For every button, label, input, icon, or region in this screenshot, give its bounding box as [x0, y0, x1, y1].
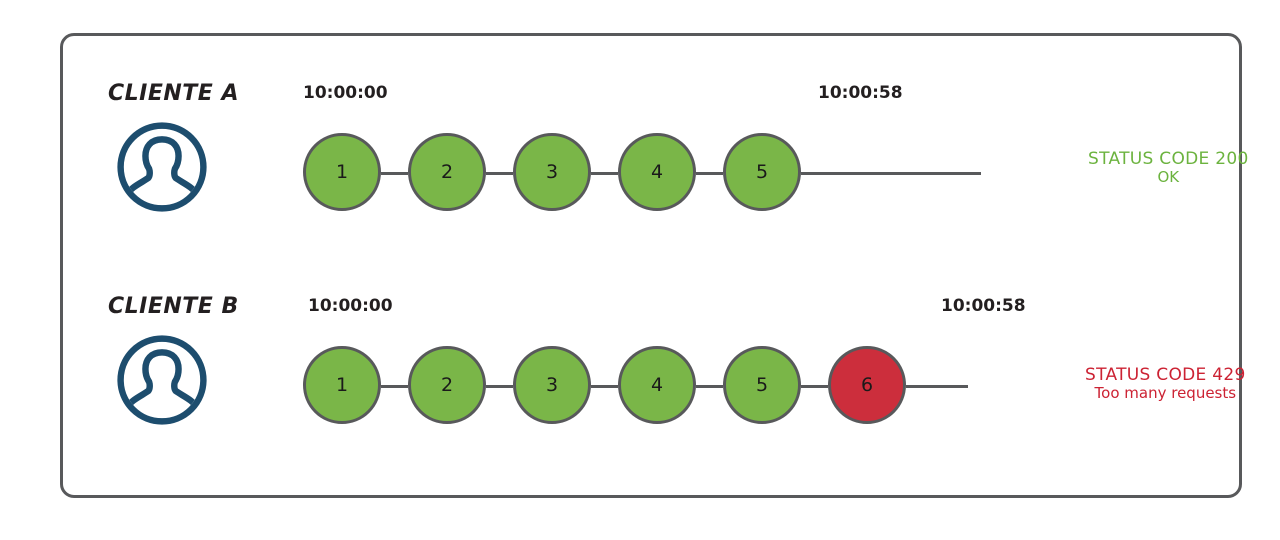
- request-node-4: 4: [618, 133, 696, 211]
- timestamp-end-b: 10:00:58: [941, 296, 1026, 316]
- user-avatar-icon: [116, 121, 208, 213]
- status-badge-b: STATUS CODE 429 Too many requests: [1085, 365, 1246, 403]
- timestamp-start-b: 10:00:00: [308, 296, 393, 316]
- status-connector-line: [906, 385, 968, 388]
- timestamp-end-a: 10:00:58: [818, 83, 903, 103]
- connector-line: [801, 385, 828, 388]
- timestamp-start-a: 10:00:00: [303, 83, 388, 103]
- status-connector-line: [801, 172, 981, 175]
- connector-line: [381, 172, 408, 175]
- request-node-2: 2: [408, 133, 486, 211]
- request-node-1: 1: [303, 346, 381, 424]
- status-message-a: OK: [1157, 168, 1180, 187]
- request-node-5: 5: [723, 346, 801, 424]
- connector-line: [381, 385, 408, 388]
- status-message-b: Too many requests: [1094, 384, 1237, 403]
- request-node-6: 6: [828, 346, 906, 424]
- status-code-b: STATUS CODE 429: [1085, 365, 1246, 385]
- connector-line: [591, 172, 618, 175]
- request-node-5: 5: [723, 133, 801, 211]
- status-code-a: STATUS CODE 200: [1088, 149, 1249, 169]
- request-node-3: 3: [513, 346, 591, 424]
- status-badge-a: STATUS CODE 200 OK: [1088, 149, 1249, 187]
- request-node-3: 3: [513, 133, 591, 211]
- connector-line: [486, 172, 513, 175]
- request-node-4: 4: [618, 346, 696, 424]
- connector-line: [696, 172, 723, 175]
- request-node-1: 1: [303, 133, 381, 211]
- client-b-label: CLIENTE B: [108, 294, 239, 319]
- request-node-2: 2: [408, 346, 486, 424]
- connector-line: [591, 385, 618, 388]
- connector-line: [696, 385, 723, 388]
- client-a-label: CLIENTE A: [108, 81, 240, 106]
- connector-line: [486, 385, 513, 388]
- user-avatar-icon: [116, 334, 208, 426]
